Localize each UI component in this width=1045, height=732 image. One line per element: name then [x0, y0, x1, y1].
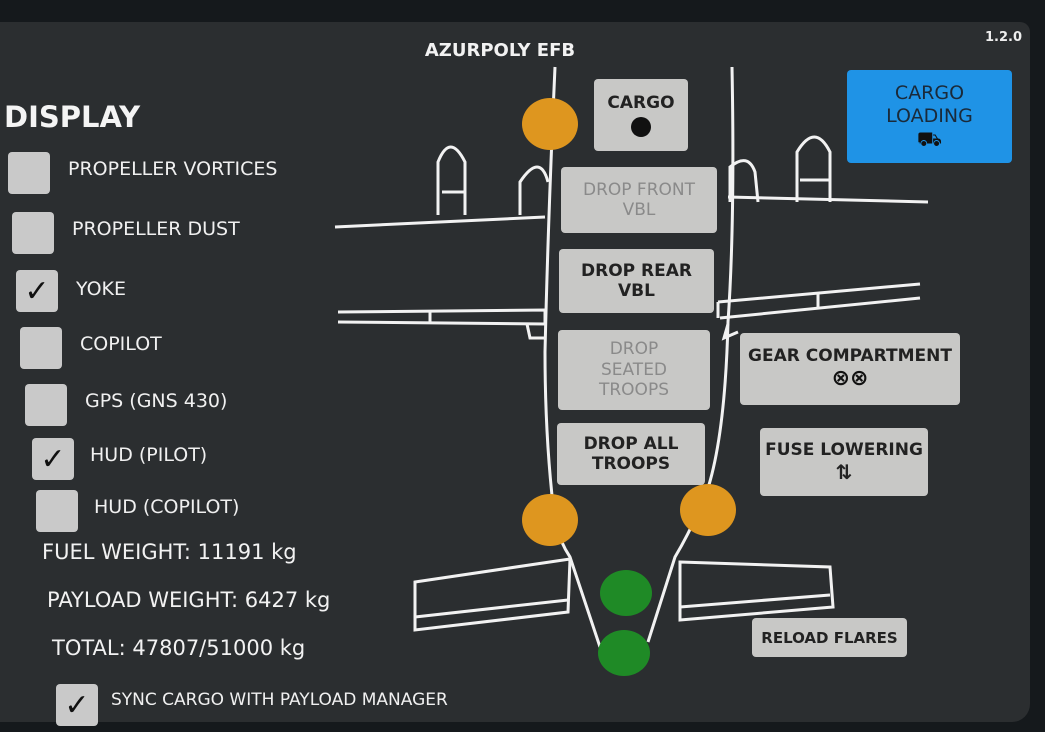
option-label: GPS (GNS 430)	[85, 390, 228, 412]
front-door-indicator	[522, 98, 578, 150]
checkbox[interactable]	[20, 327, 62, 369]
option-propeller-dust[interactable]: PROPELLER DUST	[12, 212, 240, 254]
sync-cargo-option[interactable]: ✓ SYNC CARGO WITH PAYLOAD MANAGER	[56, 684, 448, 726]
truck-icon: ⛟	[916, 127, 943, 152]
checkbox[interactable]	[8, 152, 50, 194]
option-label: HUD (PILOT)	[90, 444, 208, 466]
button-label: GEAR COMPARTMENT	[748, 345, 952, 366]
app-title: AZURPOLY EFB	[424, 40, 576, 61]
checkbox-checked[interactable]: ✓	[16, 270, 58, 312]
checkbox-checked[interactable]: ✓	[32, 438, 74, 480]
option-label: HUD (COPILOT)	[94, 496, 240, 518]
reload-flares-button[interactable]: RELOAD FLARES	[752, 618, 907, 657]
total-weight: TOTAL: 47807/51000 kg	[52, 636, 306, 660]
left-door-indicator	[522, 494, 578, 546]
button-label: CARGO	[894, 81, 965, 104]
efb-screen: AZURPOLY EFB 1.2.0 DISPLAY PROPELLER VOR…	[0, 22, 1030, 726]
check-icon: ✓	[24, 273, 50, 309]
payload-weight: PAYLOAD WEIGHT: 6427 kg	[47, 588, 331, 612]
option-gps[interactable]: GPS (GNS 430)	[25, 384, 227, 426]
button-label: VBL	[618, 281, 655, 301]
option-yoke[interactable]: ✓ YOKE	[16, 270, 126, 312]
button-label: TROOPS	[591, 454, 671, 474]
fuel-weight: FUEL WEIGHT: 11191 kg	[42, 540, 297, 564]
checkbox-checked[interactable]: ✓	[56, 684, 98, 726]
button-label: DROP ALL	[583, 433, 679, 454]
button-label: FUSE LOWERING	[765, 439, 923, 460]
option-propeller-vortices[interactable]: PROPELLER VORTICES	[8, 152, 277, 194]
button-label: SEATED	[600, 359, 668, 380]
option-label: YOKE	[76, 278, 126, 300]
check-icon: ✓	[40, 441, 66, 477]
button-label: VBL	[622, 200, 656, 220]
check-icon: ✓	[64, 687, 90, 723]
version-label: 1.2.0	[984, 30, 1022, 45]
option-label: PROPELLER DUST	[72, 218, 240, 240]
wheels-icon: ⊗⊗	[831, 366, 869, 391]
gear-compartment-button[interactable]: GEAR COMPARTMENT ⊗⊗	[740, 333, 960, 405]
option-label: PROPELLER VORTICES	[68, 158, 278, 180]
cargo-light-button[interactable]: CARGO	[594, 79, 688, 151]
checkbox[interactable]	[36, 490, 78, 532]
option-label: SYNC CARGO WITH PAYLOAD MANAGER	[111, 690, 448, 710]
up-down-arrows-icon: ⇅	[835, 460, 853, 485]
button-label: RELOAD FLARES	[761, 628, 898, 647]
cargo-loading-button[interactable]: CARGO LOADING ⛟	[847, 70, 1012, 163]
aircraft-diagram	[334, 66, 929, 648]
light-bulb-icon	[631, 117, 651, 138]
option-hud-pilot[interactable]: ✓ HUD (PILOT)	[32, 438, 207, 480]
button-label: DROP	[609, 339, 659, 360]
fuse-lowering-button[interactable]: FUSE LOWERING ⇅	[760, 428, 928, 496]
checkbox[interactable]	[12, 212, 54, 254]
button-label: DROP FRONT	[582, 179, 695, 200]
right-door-indicator	[680, 484, 736, 536]
button-label: LOADING	[886, 104, 973, 127]
rear-door-indicator	[598, 630, 650, 676]
option-hud-copilot[interactable]: HUD (COPILOT)	[36, 490, 239, 532]
ramp-indicator	[600, 570, 652, 616]
button-label: DROP REAR	[581, 260, 692, 281]
button-label: CARGO	[607, 92, 675, 113]
option-copilot[interactable]: COPILOT	[20, 327, 162, 369]
display-heading: DISPLAY	[4, 100, 141, 134]
option-label: COPILOT	[80, 333, 162, 355]
button-label: TROOPS	[598, 380, 669, 401]
checkbox[interactable]	[25, 384, 67, 426]
